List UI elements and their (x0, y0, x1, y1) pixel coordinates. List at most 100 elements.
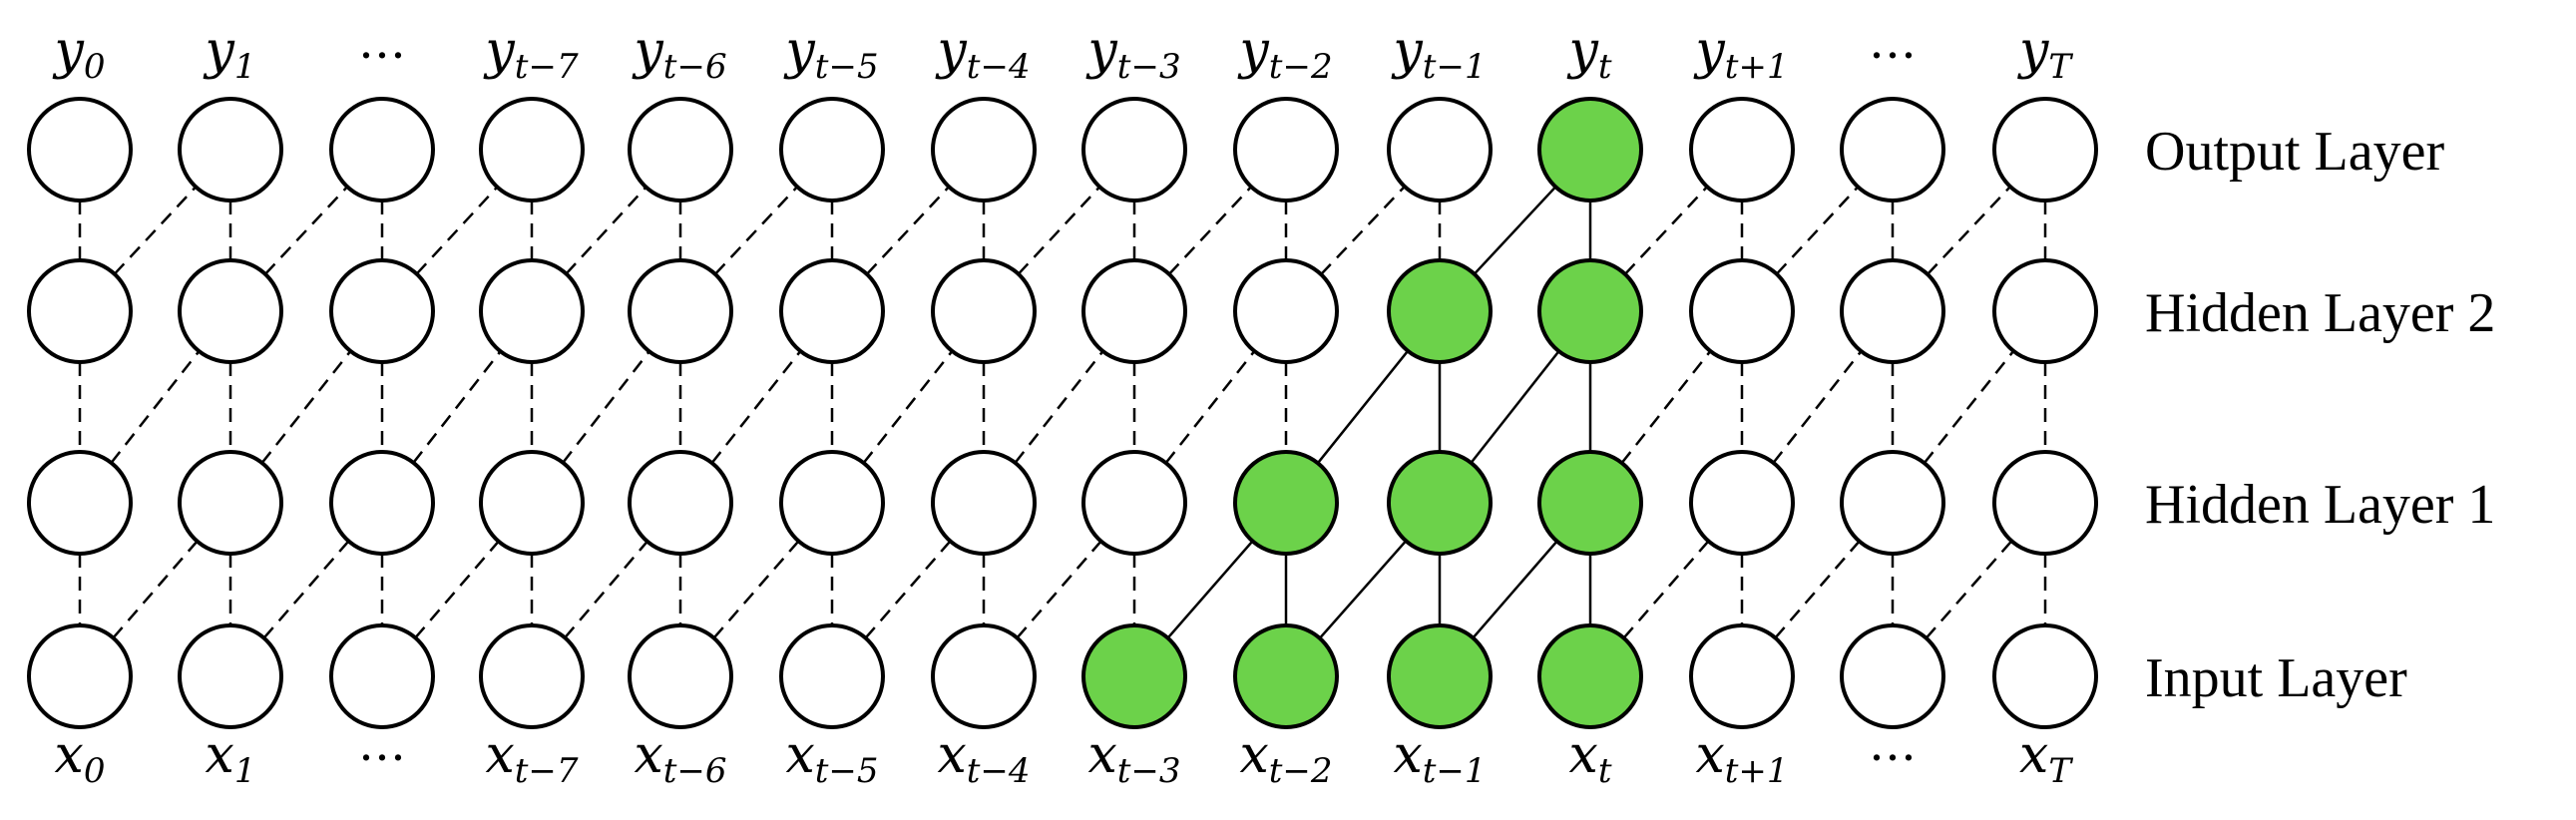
output-label: yt−4 (935, 21, 1030, 87)
node-row1-col11 (1689, 258, 1795, 364)
node-row3-col4 (628, 623, 733, 729)
node-row2-col4 (628, 450, 733, 556)
edge-diagonal-row1-col1 (110, 350, 201, 464)
node-row1-col12 (1840, 258, 1945, 364)
node-row3-col5 (779, 623, 885, 729)
layer-name-0: Output Layer (2145, 121, 2444, 183)
node-row0-col7 (1081, 97, 1187, 203)
edge-diagonal-row0-col2 (263, 186, 349, 275)
edge-diagonal-row1-col4 (562, 350, 650, 464)
edge-diagonal-row0-col7 (1017, 186, 1101, 275)
node-row2-col1 (178, 450, 283, 556)
node-row2-col5 (779, 450, 885, 556)
node-row1-col13 (1992, 258, 2098, 364)
node-row0-col2 (329, 97, 435, 203)
node-row2-col11 (1689, 450, 1795, 556)
edge-diagonal-row0-col4 (565, 186, 647, 275)
node-row3-col11 (1689, 623, 1795, 729)
edge-diagonal-row2-col12 (1774, 540, 1861, 639)
node-row2-col7 (1081, 450, 1187, 556)
highlighted-node-row0-col10 (1537, 97, 1643, 203)
edge-diagonal-row1-col2 (260, 350, 352, 464)
edge-diagonal-row1-col10 (1470, 350, 1560, 464)
edge-diagonal-row2-col11 (1622, 540, 1710, 639)
output-label-ellipsis: … (1869, 14, 1917, 70)
output-label: y1 (203, 21, 255, 87)
output-label: yT (2017, 21, 2073, 87)
input-label: xt−7 (485, 725, 578, 791)
edge-diagonal-row2-col13 (1925, 540, 2013, 639)
node-row0-col5 (779, 97, 885, 203)
node-row2-col6 (931, 450, 1037, 556)
highlighted-node-row3-col8 (1233, 623, 1339, 729)
edge-diagonal-row2-col6 (864, 540, 952, 639)
edge-diagonal-row0-col3 (415, 186, 499, 275)
input-label: x0 (55, 725, 106, 791)
network-nodes (27, 97, 2098, 729)
highlighted-node-row3-col10 (1537, 623, 1643, 729)
edge-diagonal-row1-col6 (862, 350, 954, 464)
edge-diagonal-row2-col2 (262, 540, 350, 639)
edge-diagonal-row2-col8 (1166, 540, 1254, 639)
input-label-ellipsis: … (358, 716, 406, 772)
edge-diagonal-row0-col12 (1775, 186, 1860, 275)
edge-diagonal-row1-col12 (1772, 350, 1863, 464)
node-row1-col1 (178, 258, 283, 364)
node-row1-col8 (1233, 258, 1339, 364)
edge-diagonal-row2-col1 (112, 540, 199, 639)
edge-diagonal-row0-col6 (865, 186, 951, 275)
input-label: xt−5 (785, 725, 878, 791)
layer-name-2: Hidden Layer 1 (2145, 474, 2495, 536)
input-label: x1 (206, 725, 256, 791)
edge-diagonal-row2-col4 (564, 540, 648, 639)
edge-diagonal-row1-col7 (1014, 350, 1104, 464)
highlighted-node-row3-col7 (1081, 623, 1187, 729)
node-row3-col2 (329, 623, 435, 729)
edge-diagonal-row2-col5 (712, 540, 800, 639)
node-row0-col4 (628, 97, 733, 203)
node-row0-col6 (931, 97, 1037, 203)
node-row1-col2 (329, 258, 435, 364)
input-label: xt−2 (1239, 725, 1332, 791)
layer-name-3: Input Layer (2145, 647, 2407, 709)
output-label-ellipsis: … (358, 14, 406, 70)
input-label: xt (1569, 725, 1612, 791)
node-row0-col12 (1840, 97, 1945, 203)
node-row2-col3 (479, 450, 585, 556)
input-label: xt−3 (1087, 725, 1180, 791)
edge-diagonal-row2-col3 (414, 540, 500, 639)
node-row2-col0 (27, 450, 133, 556)
edge-diagonal-row2-col9 (1318, 540, 1408, 639)
edge-diagonal-row1-col9 (1316, 350, 1410, 464)
edge-diagonal-row0-col5 (713, 186, 799, 275)
node-row3-col3 (479, 623, 585, 729)
node-row0-col0 (27, 97, 133, 203)
node-row3-col13 (1992, 623, 2098, 729)
connection-edges (78, 186, 2047, 639)
node-row0-col3 (479, 97, 585, 203)
input-label: xt−6 (634, 725, 726, 791)
output-label: yt−2 (1237, 21, 1332, 87)
edge-diagonal-row2-col7 (1016, 540, 1102, 639)
highlighted-node-row1-col9 (1387, 258, 1493, 364)
input-label: xt+1 (1695, 725, 1788, 791)
edge-diagonal-row0-col8 (1167, 186, 1253, 275)
input-label: xt−4 (937, 725, 1030, 791)
node-row3-col12 (1840, 623, 1945, 729)
edge-diagonal-row0-col10 (1473, 186, 1557, 275)
edge-diagonal-row0-col11 (1623, 186, 1709, 275)
output-label: yt−5 (783, 21, 878, 87)
node-row3-col6 (931, 623, 1037, 729)
node-row1-col4 (628, 258, 733, 364)
highlighted-node-row2-col10 (1537, 450, 1643, 556)
node-row1-col7 (1081, 258, 1187, 364)
edge-diagonal-row0-col13 (1927, 186, 2011, 275)
output-label: yt−3 (1085, 21, 1180, 87)
node-row1-col5 (779, 258, 885, 364)
node-row3-col0 (27, 623, 133, 729)
output-label: yt−6 (632, 21, 726, 87)
